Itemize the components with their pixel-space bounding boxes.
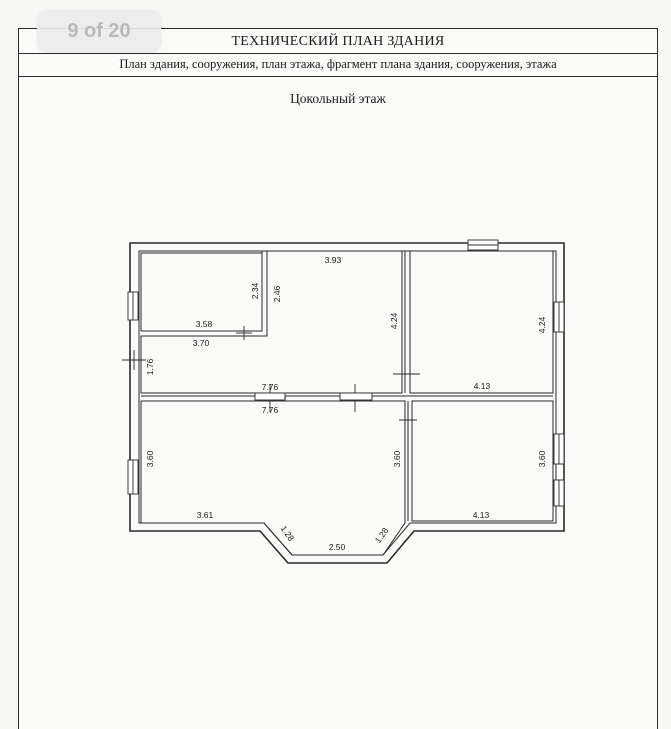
dim-label: 2.46 bbox=[272, 285, 282, 302]
dim-label: 4.13 bbox=[474, 381, 491, 391]
window-right-2 bbox=[553, 433, 565, 465]
floor-name: Цокольный этаж bbox=[290, 91, 386, 106]
dim-label: 4.24 bbox=[389, 312, 399, 329]
room-bottom-right bbox=[411, 400, 554, 522]
dim-label: 3.60 bbox=[145, 450, 155, 467]
dim-label: 3.60 bbox=[537, 450, 547, 467]
dim-label: 2.50 bbox=[329, 542, 346, 552]
window-right-3 bbox=[553, 479, 565, 507]
dim-label: 3.93 bbox=[325, 255, 342, 265]
room-top-right bbox=[409, 250, 554, 394]
dim-label: 1.76 bbox=[145, 358, 155, 375]
dim-label: 7.76 bbox=[262, 405, 279, 415]
window-left-2 bbox=[127, 459, 139, 495]
document-sheet: ТЕХНИЧЕСКИЙ ПЛАН ЗДАНИЯ План здания, соо… bbox=[18, 28, 658, 729]
dim-label: 7.76 bbox=[262, 382, 279, 392]
dim-label: 1.28 bbox=[279, 524, 297, 544]
room-top-middle bbox=[140, 250, 403, 394]
window-left-1 bbox=[127, 291, 139, 321]
document-title: ТЕХНИЧЕСКИЙ ПЛАН ЗДАНИЯ bbox=[19, 29, 657, 54]
dim-label: 3.70 bbox=[193, 338, 210, 348]
door-marks bbox=[122, 326, 420, 430]
dim-label: 4.13 bbox=[473, 510, 490, 520]
dim-label: 4.24 bbox=[537, 316, 547, 333]
document-subtitle: План здания, сооружения, план этажа, фра… bbox=[19, 54, 657, 77]
dim-label: 1.28 bbox=[373, 525, 391, 545]
outer-wall bbox=[129, 242, 565, 564]
window-top bbox=[467, 239, 499, 251]
dim-label: 3.60 bbox=[392, 450, 402, 467]
room-bottom-left bbox=[140, 400, 406, 556]
dim-label: 3.61 bbox=[197, 510, 214, 520]
dim-label: 3.58 bbox=[196, 319, 213, 329]
dim-label: 2.34 bbox=[250, 282, 260, 299]
window-right-1 bbox=[553, 301, 565, 333]
page-counter-badge[interactable]: 9 of 20 bbox=[37, 10, 161, 52]
floor-plan: 3.93 2.34 2.46 3.58 3.70 4.24 4.24 1.76 … bbox=[122, 239, 565, 564]
